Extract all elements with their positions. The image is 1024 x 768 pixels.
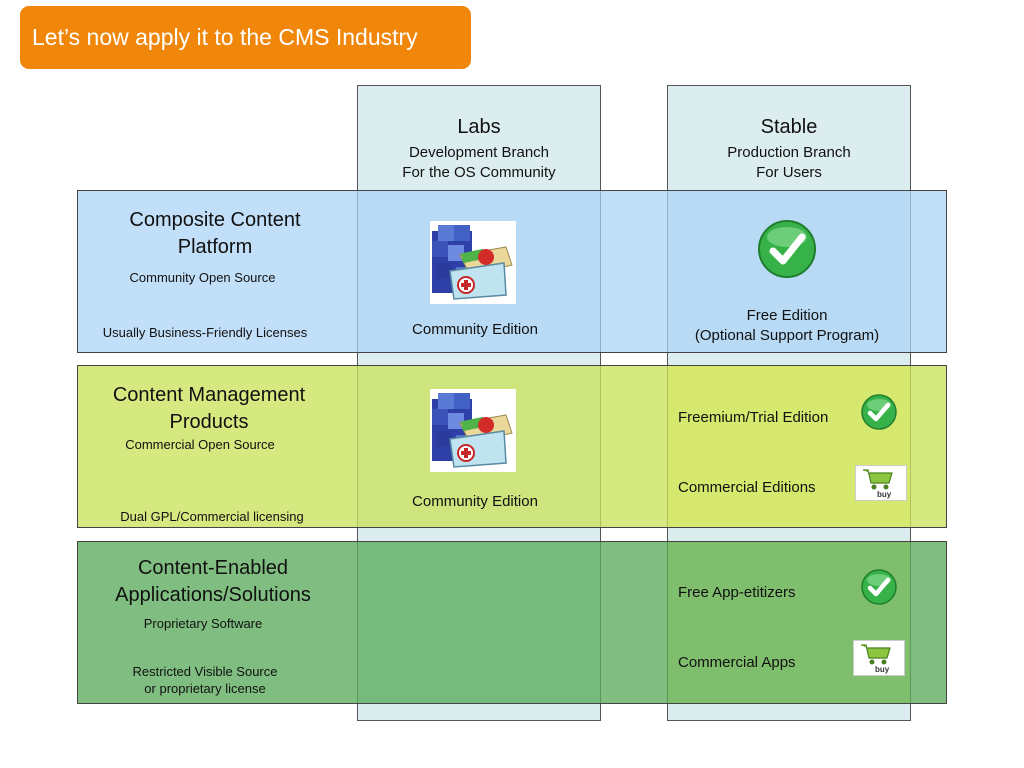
row-3-license-line1: Restricted Visible Source	[132, 664, 278, 679]
row-2-stable-item2: Commercial Editions	[678, 479, 816, 496]
column-labs-subtitle: Development Branch For the OS Community	[358, 143, 600, 183]
row-3-license-line2: or proprietary license	[144, 681, 266, 696]
column-stable-subtitle: Production Branch For Users	[668, 143, 910, 183]
row-3-license: Restricted Visible Source or proprietary…	[100, 663, 310, 697]
page-title: Let’s now apply it to the CMS Industry	[20, 6, 471, 69]
row-3-stable-item2: Commercial Apps	[678, 654, 796, 671]
row-3-stable-item1: Free App-etitizers	[678, 584, 796, 601]
row-1-stable-line1: Free Edition	[746, 307, 828, 324]
row-1-title-line1: Composite Content	[129, 209, 301, 231]
row-1-subtitle: Community Open Source	[129, 270, 276, 285]
row-3-subtitle: Proprietary Software	[143, 616, 263, 631]
checkmark-icon	[757, 219, 817, 279]
row-content-applications	[77, 541, 947, 704]
column-stable-title: Stable	[760, 116, 818, 138]
column-labs-sub2: For the OS Community	[402, 164, 556, 181]
checkmark-icon	[861, 569, 897, 605]
buy-label: buy	[875, 665, 890, 674]
column-stable-sub2: For Users	[756, 164, 822, 181]
row-2-title: Content Management Products	[84, 382, 334, 436]
row-3-title-line2: Applications/Solutions	[115, 584, 311, 606]
row-1-stable-text: Free Edition (Optional Support Program)	[667, 306, 907, 346]
buy-cart-icon: buy	[853, 640, 905, 676]
row-2-title-line1: Content Management	[112, 384, 306, 406]
row-2-stable-item1: Freemium/Trial Edition	[678, 409, 829, 426]
row-3-title-line1: Content-Enabled	[137, 557, 289, 579]
row-3-title: Content-Enabled Applications/Solutions	[88, 555, 338, 609]
buy-label: buy	[877, 490, 892, 499]
row-1-stable-line2: (Optional Support Program)	[694, 327, 880, 344]
software-package-icon	[430, 389, 516, 472]
row-2-license: Dual GPL/Commercial licensing	[120, 509, 304, 524]
buy-cart-icon: buy	[855, 465, 907, 501]
row-1-title: Composite Content Platform	[90, 207, 340, 261]
row-2-title-line2: Products	[169, 411, 249, 433]
checkmark-icon	[861, 394, 897, 430]
row-1-title-line2: Platform	[177, 236, 253, 258]
row-1-labs-text: Community Edition	[412, 321, 538, 338]
column-labs-sub1: Development Branch	[408, 144, 550, 161]
software-package-icon	[430, 221, 516, 304]
column-labs-title: Labs	[457, 116, 501, 138]
row-1-license: Usually Business-Friendly Licenses	[102, 325, 308, 340]
row-2-subtitle: Commercial Open Source	[125, 437, 275, 452]
column-stable-sub1: Production Branch	[727, 144, 851, 161]
row-2-labs-text: Community Edition	[412, 493, 538, 510]
